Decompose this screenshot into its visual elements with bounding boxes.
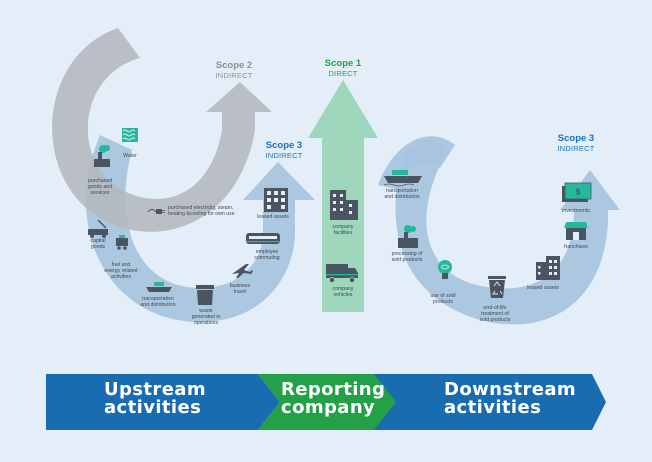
scope3-downstream-title: Scope 3 (557, 133, 595, 144)
water-icon (122, 128, 138, 142)
capital-goods-label: capital goods (90, 238, 106, 250)
scope3-downstream-subtitle: INDIRECT (557, 144, 595, 153)
upstream-band-shape (46, 374, 280, 430)
recycle-bin-icon (488, 276, 506, 298)
purchased-goods-label: purchased goods and services (87, 178, 113, 196)
business-travel-label: business travel (229, 283, 251, 295)
factory-icon (94, 145, 110, 167)
storefront-icon (564, 222, 588, 240)
activity-band (46, 374, 606, 430)
airplane-icon (232, 264, 253, 278)
scope2-arrow (52, 28, 273, 232)
downstream-band-label: Downstream activities (444, 379, 577, 418)
crane-truck-icon (88, 219, 108, 238)
use-label: use of sold products (430, 293, 456, 305)
money-symbol: $ (576, 188, 581, 197)
scope2-subtitle: INDIRECT (215, 71, 253, 80)
water-label: Water (123, 153, 137, 159)
scope3-upstream-title: Scope 3 (265, 140, 303, 151)
downstream-leased-assets-label: leased assets (527, 285, 559, 291)
upstream-leased-assets-label: leased assets (257, 214, 289, 220)
company-facilities-label: company facilities (332, 224, 354, 236)
processing-label: processing of sold products (391, 251, 423, 263)
end-of-life-label: end-of-life treatment of sold products (479, 305, 511, 323)
investments-label: investments (562, 208, 590, 214)
scope3-upstream-subtitle: INDIRECT (265, 151, 303, 160)
company-building-icon (330, 190, 358, 220)
company-truck-icon (326, 264, 358, 283)
downstream-transportation-label: transportation and distribution (384, 188, 420, 200)
processing-factory-icon (398, 225, 418, 248)
dumpster-icon (196, 285, 214, 305)
scope1-subtitle: DIRECT (328, 69, 358, 78)
downstream-band-shape (372, 374, 606, 430)
cargo-ship-icon (383, 170, 422, 187)
train-icon (246, 233, 280, 244)
upstream-band-label: Upstream activities (104, 379, 207, 418)
money-icon: $ (562, 182, 592, 202)
plug-icon (147, 209, 165, 214)
purchased-electricity-label: purchased electricity, steam, heating &c… (168, 205, 235, 217)
reporting-band-label: Reporting company (281, 379, 386, 418)
upstream-transportation-label: transportation and distribution (140, 296, 176, 308)
fuel-energy-label: fuel and energy related activities (104, 262, 138, 280)
company-vehicles-label: company vehicles (332, 286, 354, 298)
scope1-title: Scope 1 (324, 58, 362, 69)
lightbulb-icon (438, 260, 452, 279)
franchises-label: franchises (564, 244, 588, 250)
scope3-upstream-arrow (86, 135, 315, 322)
leased-building-icon (536, 256, 560, 280)
waste-label: waste generated in operations (191, 308, 221, 326)
reporting-band-shape (258, 374, 396, 430)
scope2-title: Scope 2 (215, 60, 253, 71)
fuel-cart-icon (116, 235, 128, 250)
ship-icon (146, 282, 172, 292)
building-icon (264, 188, 288, 212)
employee-commuting-label: employee commuting (254, 249, 280, 261)
